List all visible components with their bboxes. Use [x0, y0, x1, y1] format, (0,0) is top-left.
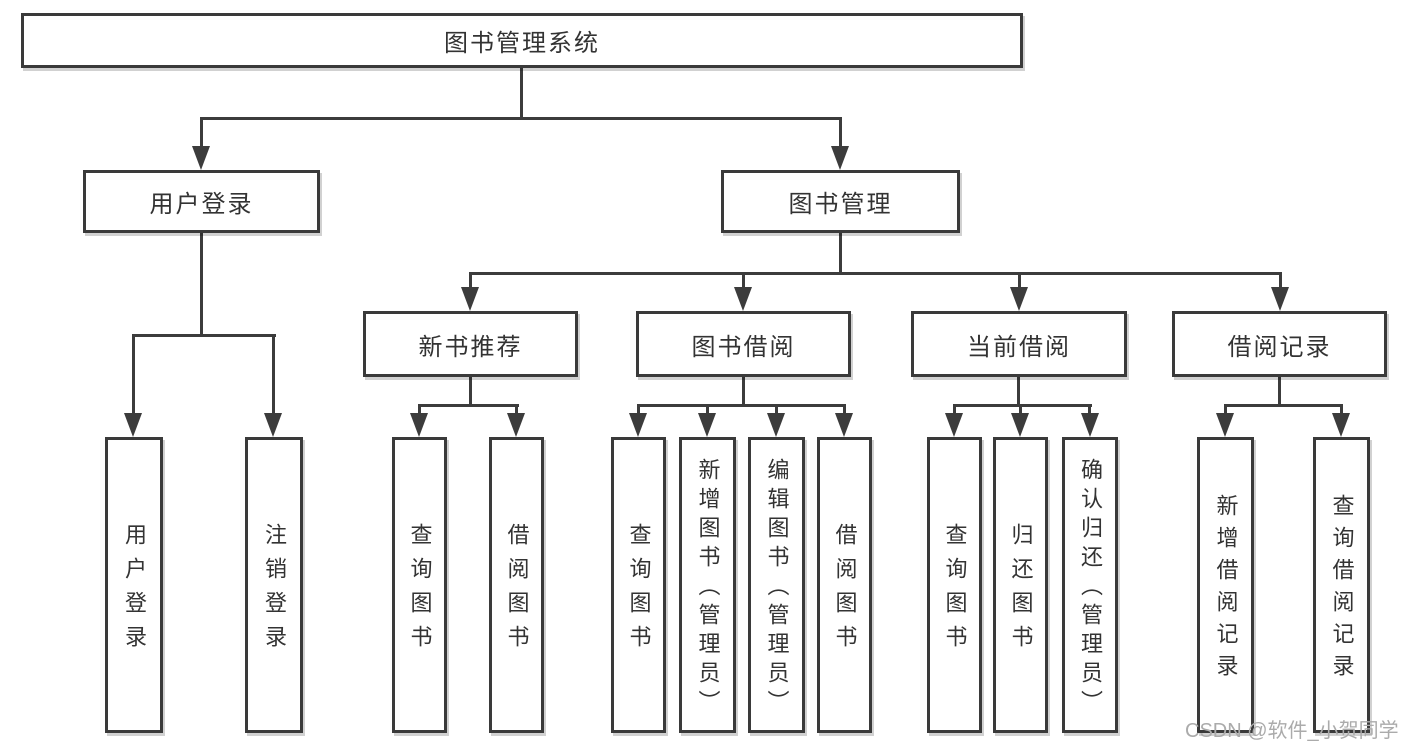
arrow-down-icon — [1011, 413, 1029, 437]
node-root: 图书管理系统 — [21, 13, 1023, 68]
leaf-label: 借阅图书 — [832, 523, 858, 659]
connector-drop — [706, 404, 709, 418]
connector-user-login-trunk — [200, 233, 203, 336]
connector-current-borrow-trunk — [1017, 377, 1020, 406]
connector-borrow-records-bar — [1224, 404, 1343, 407]
arrow-down-icon — [1332, 413, 1350, 437]
leaf-return-books: 归还图书 — [993, 437, 1048, 733]
connector-drop — [843, 404, 846, 418]
connector-drop-book-borrow — [742, 272, 745, 292]
arrow-down-icon — [767, 413, 785, 437]
arrow-down-icon — [698, 413, 716, 437]
connector-drop-borrow-records — [1279, 272, 1282, 292]
arrow-down-icon — [507, 413, 525, 437]
leaf-label: 用户登录 — [122, 523, 147, 659]
connector-new-book-bar — [418, 404, 519, 407]
arrow-down-icon — [1010, 287, 1028, 311]
node-user-login: 用户登录 — [83, 170, 320, 233]
connector-drop — [515, 404, 518, 418]
connector-drop — [1224, 404, 1227, 418]
leaf-query-borrow-record: 查询借阅记录 — [1313, 437, 1370, 733]
leaf-query-books-borrow: 查询图书 — [611, 437, 666, 733]
connector-book-management-trunk — [839, 233, 842, 274]
connector-borrow-records-trunk — [1278, 377, 1281, 406]
arrow-down-icon — [831, 146, 849, 170]
node-borrow-records: 借阅记录 — [1172, 311, 1387, 377]
connector-drop — [1088, 404, 1091, 418]
leaf-logout-login: 注销登录 — [245, 437, 303, 733]
arrow-down-icon — [124, 413, 142, 437]
leaf-add-book-admin: 新增图书（管理员） — [679, 437, 736, 733]
connector-drop-current-borrow — [1018, 272, 1021, 292]
arrow-down-icon — [461, 287, 479, 311]
leaf-label: 借阅图书 — [504, 523, 530, 659]
leaf-label: 归还图书 — [1008, 523, 1034, 659]
leaf-label: 注销登录 — [262, 523, 287, 659]
connector-drop — [775, 404, 778, 418]
leaf-label: 查询图书 — [407, 523, 433, 659]
leaf-borrow-books-recommend: 借阅图书 — [489, 437, 544, 733]
connector-root-trunk — [520, 68, 523, 119]
connector-drop-book-management — [839, 117, 842, 151]
arrow-down-icon — [192, 146, 210, 170]
leaf-borrow-books: 借阅图书 — [817, 437, 872, 733]
leaf-label: 新增借阅记录 — [1213, 494, 1239, 686]
leaf-edit-book-admin: 编辑图书（管理员） — [748, 437, 805, 733]
connector-drop — [418, 404, 421, 418]
leaf-label: 新增图书（管理员） — [695, 458, 721, 719]
arrow-down-icon — [410, 413, 428, 437]
connector-book-borrow-trunk — [742, 377, 745, 406]
leaf-label: 查询借阅记录 — [1329, 494, 1355, 686]
connector-drop-new-book — [469, 272, 472, 292]
leaf-add-borrow-record: 新增借阅记录 — [1197, 437, 1254, 733]
node-book-management: 图书管理 — [721, 170, 960, 233]
connector-drop — [953, 404, 956, 418]
connector-drop — [1019, 404, 1022, 418]
connector-new-book-trunk — [469, 377, 472, 406]
connector-current-borrow-bar — [953, 404, 1092, 407]
connector-level1-bar — [200, 117, 842, 120]
csdn-watermark: CSDN @软件_小贺同学 — [1185, 720, 1399, 742]
leaf-label: 查询图书 — [942, 523, 968, 659]
leaf-query-books-current: 查询图书 — [927, 437, 982, 733]
leaf-confirm-return-admin: 确认归还（管理员） — [1062, 437, 1118, 733]
connector-drop-leaf-logout — [272, 334, 275, 418]
arrow-down-icon — [1081, 413, 1099, 437]
connector-user-login-bar — [132, 334, 276, 337]
arrow-down-icon — [1216, 413, 1234, 437]
connector-drop-leaf-user-login — [132, 334, 135, 418]
connector-level2-bar — [469, 272, 1282, 275]
arrow-down-icon — [945, 413, 963, 437]
leaf-label: 编辑图书（管理员） — [764, 458, 790, 719]
connector-drop — [1340, 404, 1343, 418]
connector-drop — [637, 404, 640, 418]
leaf-label: 查询图书 — [626, 523, 652, 659]
leaf-label: 确认归还（管理员） — [1078, 458, 1103, 719]
arrow-down-icon — [835, 413, 853, 437]
node-book-borrow: 图书借阅 — [636, 311, 851, 377]
node-new-book-recommend: 新书推荐 — [363, 311, 578, 377]
leaf-user-login: 用户登录 — [105, 437, 163, 733]
arrow-down-icon — [629, 413, 647, 437]
leaf-query-books-recommend: 查询图书 — [392, 437, 447, 733]
arrow-down-icon — [1271, 287, 1289, 311]
connector-book-borrow-bar — [637, 404, 846, 407]
connector-drop-user-login — [200, 117, 203, 151]
arrow-down-icon — [734, 287, 752, 311]
node-current-borrow: 当前借阅 — [911, 311, 1127, 377]
arrow-down-icon — [264, 413, 282, 437]
